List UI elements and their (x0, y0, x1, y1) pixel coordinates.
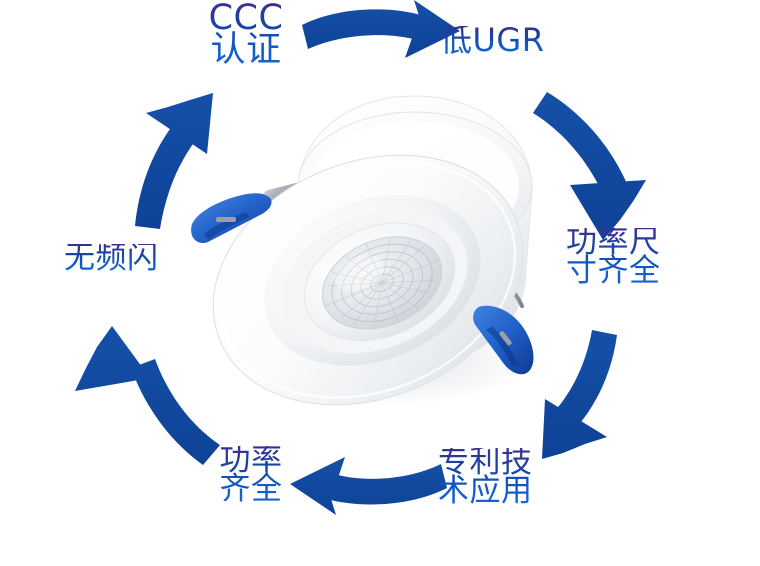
arrow-bottom-right (542, 330, 617, 459)
arrow-bottom (290, 457, 447, 515)
feature-label-patent: 专利技 术应用 (438, 446, 568, 506)
feature-label-power-size: 功率尺 寸齐全 (566, 226, 696, 286)
arrow-bottom-left (75, 326, 220, 465)
arrow-top-left (135, 93, 213, 229)
arrow-top (302, 0, 460, 58)
arrow-top-right (533, 92, 646, 240)
product-image-led-downlight (186, 74, 586, 414)
spring-clip-right (473, 305, 534, 375)
feature-label-ugr: 低UGR (440, 24, 570, 56)
feature-label-no-flicker: 无频闪 (64, 243, 194, 273)
feature-label-power-full: 功率 齐全 (196, 444, 306, 504)
feature-label-ccc: CCC 认证 (186, 0, 306, 67)
trim-ring (212, 154, 524, 406)
spring-clip-left (191, 193, 272, 244)
lens-ribs (324, 238, 440, 328)
